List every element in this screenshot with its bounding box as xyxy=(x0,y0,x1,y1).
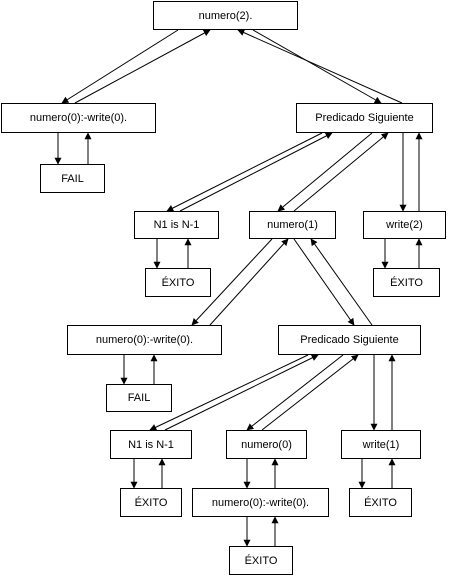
arrow-numero1-to-pred-l3 xyxy=(293,238,355,326)
arrow-n1-l2-to-pred-l1 xyxy=(179,132,333,212)
arrow-pred-l1-to-numero1 xyxy=(277,132,373,212)
numero0-box-level4: numero(0) xyxy=(226,430,307,459)
arrow-root-to-pred-l1 xyxy=(252,29,382,104)
write2-box-level2: write(2) xyxy=(363,211,446,239)
arrow-clause-l3-to-numero1 xyxy=(209,238,289,326)
arrow-clause-l1-to-root xyxy=(74,29,211,104)
arrow-numero1-to-pred-l1 xyxy=(293,132,389,212)
n1-is-n-1-box-level2: N1 is N-1 xyxy=(134,211,219,239)
root-goal-box: numero(2). xyxy=(153,1,298,30)
arrow-pred-l3-to-numero1 xyxy=(310,238,373,326)
clause-box-level3: numero(0):-write(0). xyxy=(67,325,222,355)
arrow-pred-l1-to-root xyxy=(237,29,403,104)
arrow-pred-l1-to-n1-l2 xyxy=(166,132,323,212)
fail-box-level3: FAIL xyxy=(106,384,172,412)
n1-is-n-1-box-level4: N1 is N-1 xyxy=(110,430,192,459)
success-box-level5: ÉXITO xyxy=(229,546,293,575)
success-box-level2-b: ÉXITO xyxy=(373,268,440,297)
fail-box-level1: FAIL xyxy=(40,164,105,193)
write1-box-level4: write(1) xyxy=(341,430,421,459)
arrow-root-to-clause-l1 xyxy=(61,29,179,104)
clause-box-level4: numero(0):-write(0). xyxy=(192,488,329,517)
arrow-pred-l3-to-n1-l4 xyxy=(149,354,309,431)
arrow-numero1-to-clause-l3 xyxy=(191,238,273,326)
next-predicate-box-level1: Predicado Siguiente xyxy=(296,103,433,133)
success-box-level2-a: ÉXITO xyxy=(145,268,211,297)
arrow-pred-l3-to-numero0 xyxy=(246,354,344,431)
success-box-level4-b: ÉXITO xyxy=(349,488,412,517)
clause-box-level1: numero(0):-write(0). xyxy=(1,103,156,133)
next-predicate-box-level3: Predicado Siguiente xyxy=(278,325,421,355)
arrow-n1-l4-to-pred-l3 xyxy=(164,354,319,431)
success-box-level4-a: ÉXITO xyxy=(120,488,182,517)
numero1-box-level2: numero(1) xyxy=(249,211,336,239)
arrow-numero0-to-pred-l3 xyxy=(261,354,359,431)
